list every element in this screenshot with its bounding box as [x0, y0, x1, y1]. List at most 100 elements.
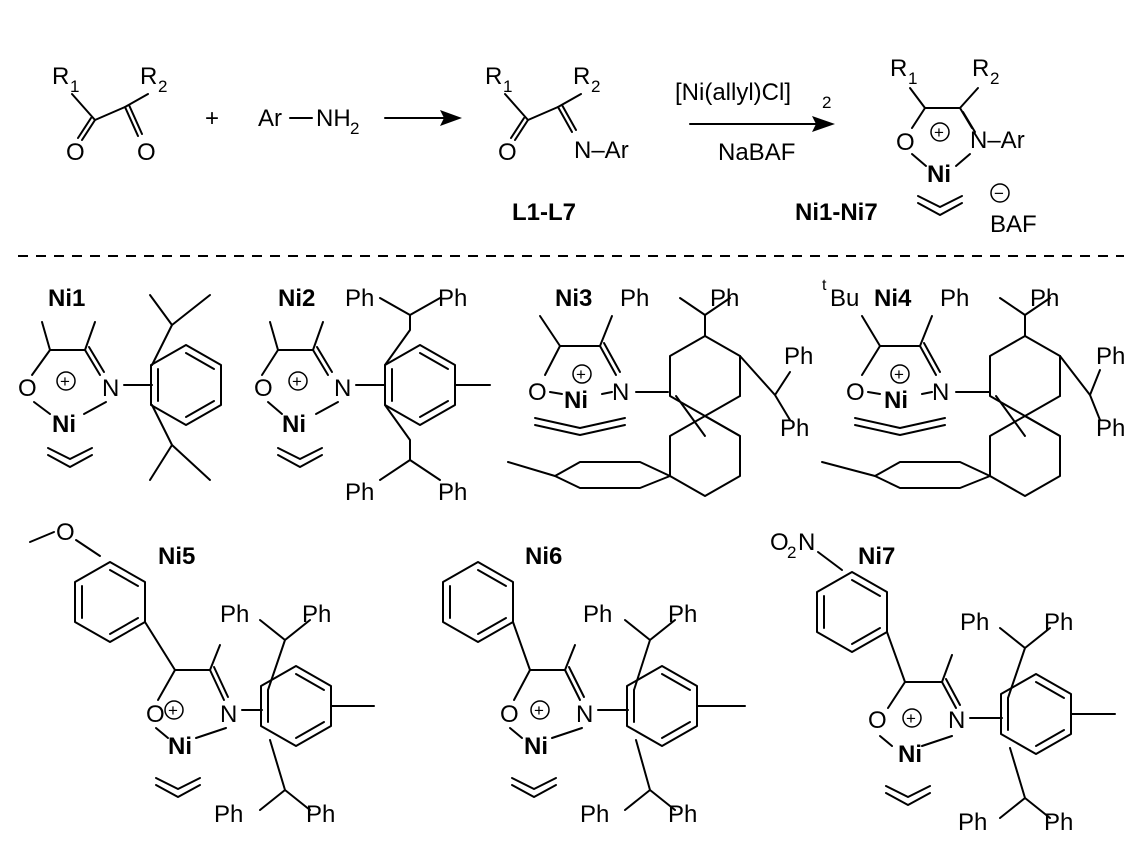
ligand-label: L1-L7 [512, 199, 576, 226]
anion-charge [990, 183, 1010, 203]
ni6-ph3: Ph [580, 801, 609, 828]
ni6-ph1: Ph [583, 601, 612, 628]
ni4-t: t [822, 277, 827, 294]
counterion: BAF [990, 211, 1037, 238]
amine-nh: NH [316, 105, 351, 132]
ni4-bu: Bu [830, 285, 859, 312]
ni7-o2n-sub: 2 [787, 543, 796, 562]
ni2-o: O [254, 375, 273, 402]
ni7-o: O [868, 707, 887, 734]
cx-r2-sub: 2 [990, 69, 999, 88]
ligand-general: R 1 R 2 O N–Ar L1-L7 [485, 63, 629, 226]
ni2-ph2: Ph [438, 285, 467, 312]
ni4-ph4: Ph [1096, 415, 1125, 442]
ni1-o: O [18, 375, 37, 402]
oxygen-1: O [66, 139, 85, 166]
ni3-charge: + [576, 365, 586, 384]
catalyst-label: Ni3 [555, 285, 592, 312]
cx-r1: R [890, 55, 907, 82]
ni5-ph3: Ph [214, 801, 243, 828]
ni4-charge: + [894, 365, 904, 384]
amine-ar: Ar [258, 105, 282, 132]
catalyst-ni7: O 2 N Ni7 O N + Ni Ph Ph Ph Ph [770, 529, 1116, 836]
ni2-ph4: Ph [438, 479, 467, 506]
diketone: R 1 R 2 O O [52, 63, 167, 166]
reagent-top: [Ni(allyl)Cl] [675, 79, 791, 106]
catalyst-ni2: Ni2 O N + Ni Ph Ph Ph Ph [254, 285, 491, 506]
catalyst-ni5: O Ni5 O N + Ni Ph Ph Ph Ph [29, 519, 375, 828]
ni6-ph4: Ph [668, 801, 697, 828]
lig-r2-sub: 2 [591, 77, 600, 96]
ni2-charge: + [292, 372, 302, 391]
ni3-ph1: Ph [620, 285, 649, 312]
ni7-charge: + [906, 709, 916, 728]
ni2-n: N [334, 375, 351, 402]
ni2-ni: Ni [282, 411, 306, 438]
cx-r2: R [972, 55, 989, 82]
lig-oxygen: O [498, 139, 517, 166]
ni5-ph4: Ph [306, 801, 335, 828]
lig-r2: R [573, 63, 590, 90]
cx-oxygen: O [896, 129, 915, 156]
ni4-ph1: Ph [940, 285, 969, 312]
ni3-o: O [528, 379, 547, 406]
complex-general: R 1 R 2 O N–Ar + Ni Ni1-Ni7 − BAF [795, 55, 1037, 238]
catalyst-label: Ni4 [874, 285, 912, 312]
catalyst-ni6: Ni6 O N + Ni Ph Ph Ph Ph [442, 543, 746, 828]
ni7-ph2: Ph [1044, 609, 1073, 636]
ni3-ph3: Ph [784, 343, 813, 370]
cx-r1-sub: 1 [908, 69, 917, 88]
ni1-ni: Ni [52, 411, 76, 438]
ni6-o: O [500, 701, 519, 728]
ni7-o2n-n: N [798, 529, 815, 556]
ni5-ni: Ni [168, 733, 192, 760]
ni3-n: N [612, 379, 629, 406]
ni4-ph2: Ph [1030, 285, 1059, 312]
plus-sign: + [205, 105, 219, 132]
ni5-ph2: Ph [302, 601, 331, 628]
ni5-ome-o: O [56, 519, 75, 546]
arrow-2: [Ni(allyl)Cl] 2 NaBAF [675, 79, 835, 166]
ni7-ph1: Ph [960, 609, 989, 636]
catalyst-label: Ni6 [525, 543, 562, 570]
r2-label: R [140, 63, 157, 90]
reagent-bottom: NaBAF [718, 139, 795, 166]
cation-charge [930, 122, 950, 142]
cation-plus: + [934, 123, 944, 142]
ni7-ph3: Ph [958, 809, 987, 836]
catalyst-ni4: t Bu Ni4 O N + Ni Ph Ph Ph Ph [821, 277, 1125, 497]
arrow-1 [384, 110, 462, 126]
catalyst-label: Ni5 [158, 543, 195, 570]
ni7-ph4: Ph [1044, 809, 1073, 836]
ni4-ph3: Ph [1096, 343, 1125, 370]
ni7-n: N [948, 707, 965, 734]
complex-label: Ni1-Ni7 [795, 199, 878, 226]
ni4-o: O [846, 379, 865, 406]
reagent-top-sub: 2 [822, 93, 831, 112]
catalyst-label: Ni1 [48, 285, 85, 312]
ni1-n: N [102, 375, 119, 402]
ni7-o2n-o: O [770, 529, 789, 556]
ni4-n: N [932, 379, 949, 406]
ni3-ph4: Ph [780, 415, 809, 442]
ni2-ph1: Ph [345, 285, 374, 312]
ni6-charge: + [534, 701, 544, 720]
oxygen-2: O [137, 139, 156, 166]
ni4-ni: Ni [884, 387, 908, 414]
cx-n-ar: N–Ar [970, 127, 1025, 154]
ni5-n: N [220, 701, 237, 728]
lig-r1: R [485, 63, 502, 90]
ni6-ni: Ni [524, 733, 548, 760]
ni7-ni: Ni [898, 741, 922, 768]
catalyst-label: Ni7 [858, 543, 895, 570]
lig-n-ar: N–Ar [574, 137, 629, 164]
ni5-charge: + [168, 701, 178, 720]
r1-sub: 1 [70, 77, 79, 96]
ni6-n: N [576, 701, 593, 728]
ni1-charge: + [60, 372, 70, 391]
ni5-ph1: Ph [220, 601, 249, 628]
amine-sub: 2 [350, 119, 359, 138]
catalyst-ni1: Ni1 O N + Ni [18, 285, 222, 481]
ni3-ph2: Ph [710, 285, 739, 312]
